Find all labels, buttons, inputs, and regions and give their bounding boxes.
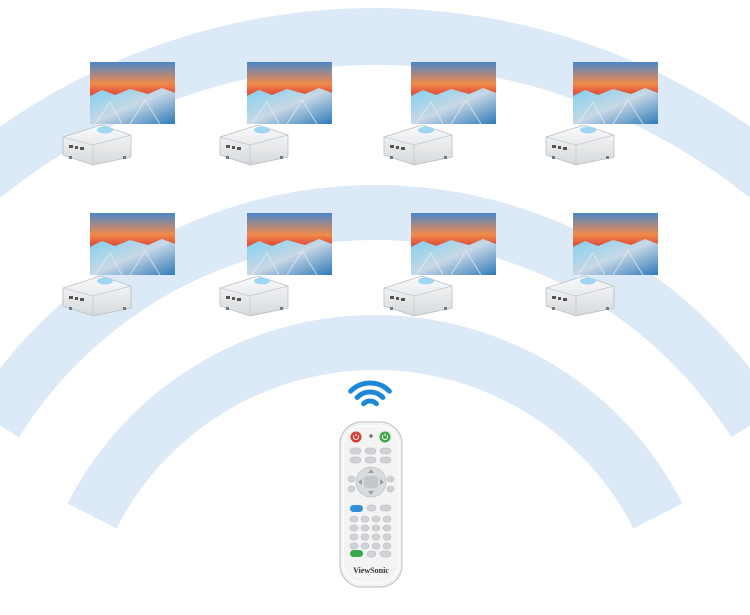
source-button[interactable] <box>379 431 391 443</box>
projected-screen <box>411 213 496 276</box>
keypad-button[interactable] <box>360 542 370 550</box>
indicator-light <box>369 434 373 438</box>
wifi-signal-icon <box>348 380 392 407</box>
keypad-button[interactable] <box>349 515 359 523</box>
lens-icon <box>580 277 596 285</box>
projected-screen <box>573 213 658 276</box>
remote-button[interactable] <box>386 485 395 493</box>
keypad-button[interactable] <box>349 524 359 532</box>
keypad-button[interactable] <box>382 542 392 550</box>
projected-screen <box>411 62 496 125</box>
lens-icon <box>254 126 270 134</box>
power-button[interactable] <box>350 431 362 443</box>
remote-button[interactable] <box>379 456 392 464</box>
projector-unit <box>545 62 658 166</box>
remote-button[interactable] <box>379 550 392 558</box>
keypad-button[interactable] <box>360 515 370 523</box>
projector-unit <box>383 213 496 317</box>
lens-icon <box>97 126 113 134</box>
projected-screen <box>247 62 332 125</box>
menu-button[interactable] <box>350 505 363 512</box>
dpad-icon[interactable] <box>355 466 387 498</box>
projected-screen <box>90 213 175 276</box>
projector-device <box>219 124 289 166</box>
keypad-button[interactable] <box>371 533 381 541</box>
wireless-waves <box>0 7 750 529</box>
keypad-button[interactable] <box>360 524 370 532</box>
projected-screen <box>573 62 658 125</box>
remote-brand-label: ViewSonic <box>353 566 389 575</box>
remote-button[interactable] <box>349 447 362 455</box>
projector-device <box>383 124 453 166</box>
keypad-button[interactable] <box>371 524 381 532</box>
remote-button[interactable] <box>366 550 377 558</box>
remote-button[interactable] <box>347 485 356 493</box>
wave-band-3 <box>0 7 750 199</box>
lens-icon <box>97 277 113 285</box>
keypad-button[interactable] <box>349 533 359 541</box>
remote-control: ViewSonic <box>339 421 403 588</box>
keypad-button[interactable] <box>349 542 359 550</box>
projector-device <box>219 275 289 317</box>
projector-device <box>545 124 615 166</box>
projector-device <box>383 275 453 317</box>
projector-device <box>62 275 132 317</box>
projected-screen <box>90 62 175 125</box>
keypad-button[interactable] <box>382 515 392 523</box>
lens-icon <box>418 277 434 285</box>
power-icon <box>352 433 360 440</box>
wave-band-1 <box>67 315 683 529</box>
remote-button[interactable] <box>347 475 356 483</box>
projector-unit <box>219 213 332 317</box>
lens-icon <box>254 277 270 285</box>
projector-unit <box>62 213 175 317</box>
projector-unit <box>383 62 496 166</box>
projector-device <box>545 275 615 317</box>
source-icon <box>381 433 389 440</box>
keypad-button[interactable] <box>382 524 392 532</box>
keypad-button[interactable] <box>360 533 370 541</box>
projector-device <box>62 124 132 166</box>
projector-unit <box>545 213 658 317</box>
remote-button[interactable] <box>366 504 377 512</box>
lens-icon <box>418 126 434 134</box>
lens-icon <box>580 126 596 134</box>
remote-button[interactable] <box>364 447 377 455</box>
remote-button[interactable] <box>386 475 395 483</box>
keypad-button[interactable] <box>371 542 381 550</box>
remote-button[interactable] <box>349 456 362 464</box>
keypad-button[interactable] <box>382 533 392 541</box>
remote-body <box>339 421 403 588</box>
wave-band-2 <box>0 185 750 438</box>
remote-button[interactable] <box>379 447 392 455</box>
projected-screen <box>247 213 332 276</box>
keypad-button[interactable] <box>371 515 381 523</box>
projector-unit <box>62 62 175 166</box>
green-function-button[interactable] <box>350 550 363 557</box>
projector-grid <box>62 62 658 317</box>
remote-button[interactable] <box>379 504 392 512</box>
projector-unit <box>219 62 332 166</box>
remote-button[interactable] <box>364 456 377 464</box>
